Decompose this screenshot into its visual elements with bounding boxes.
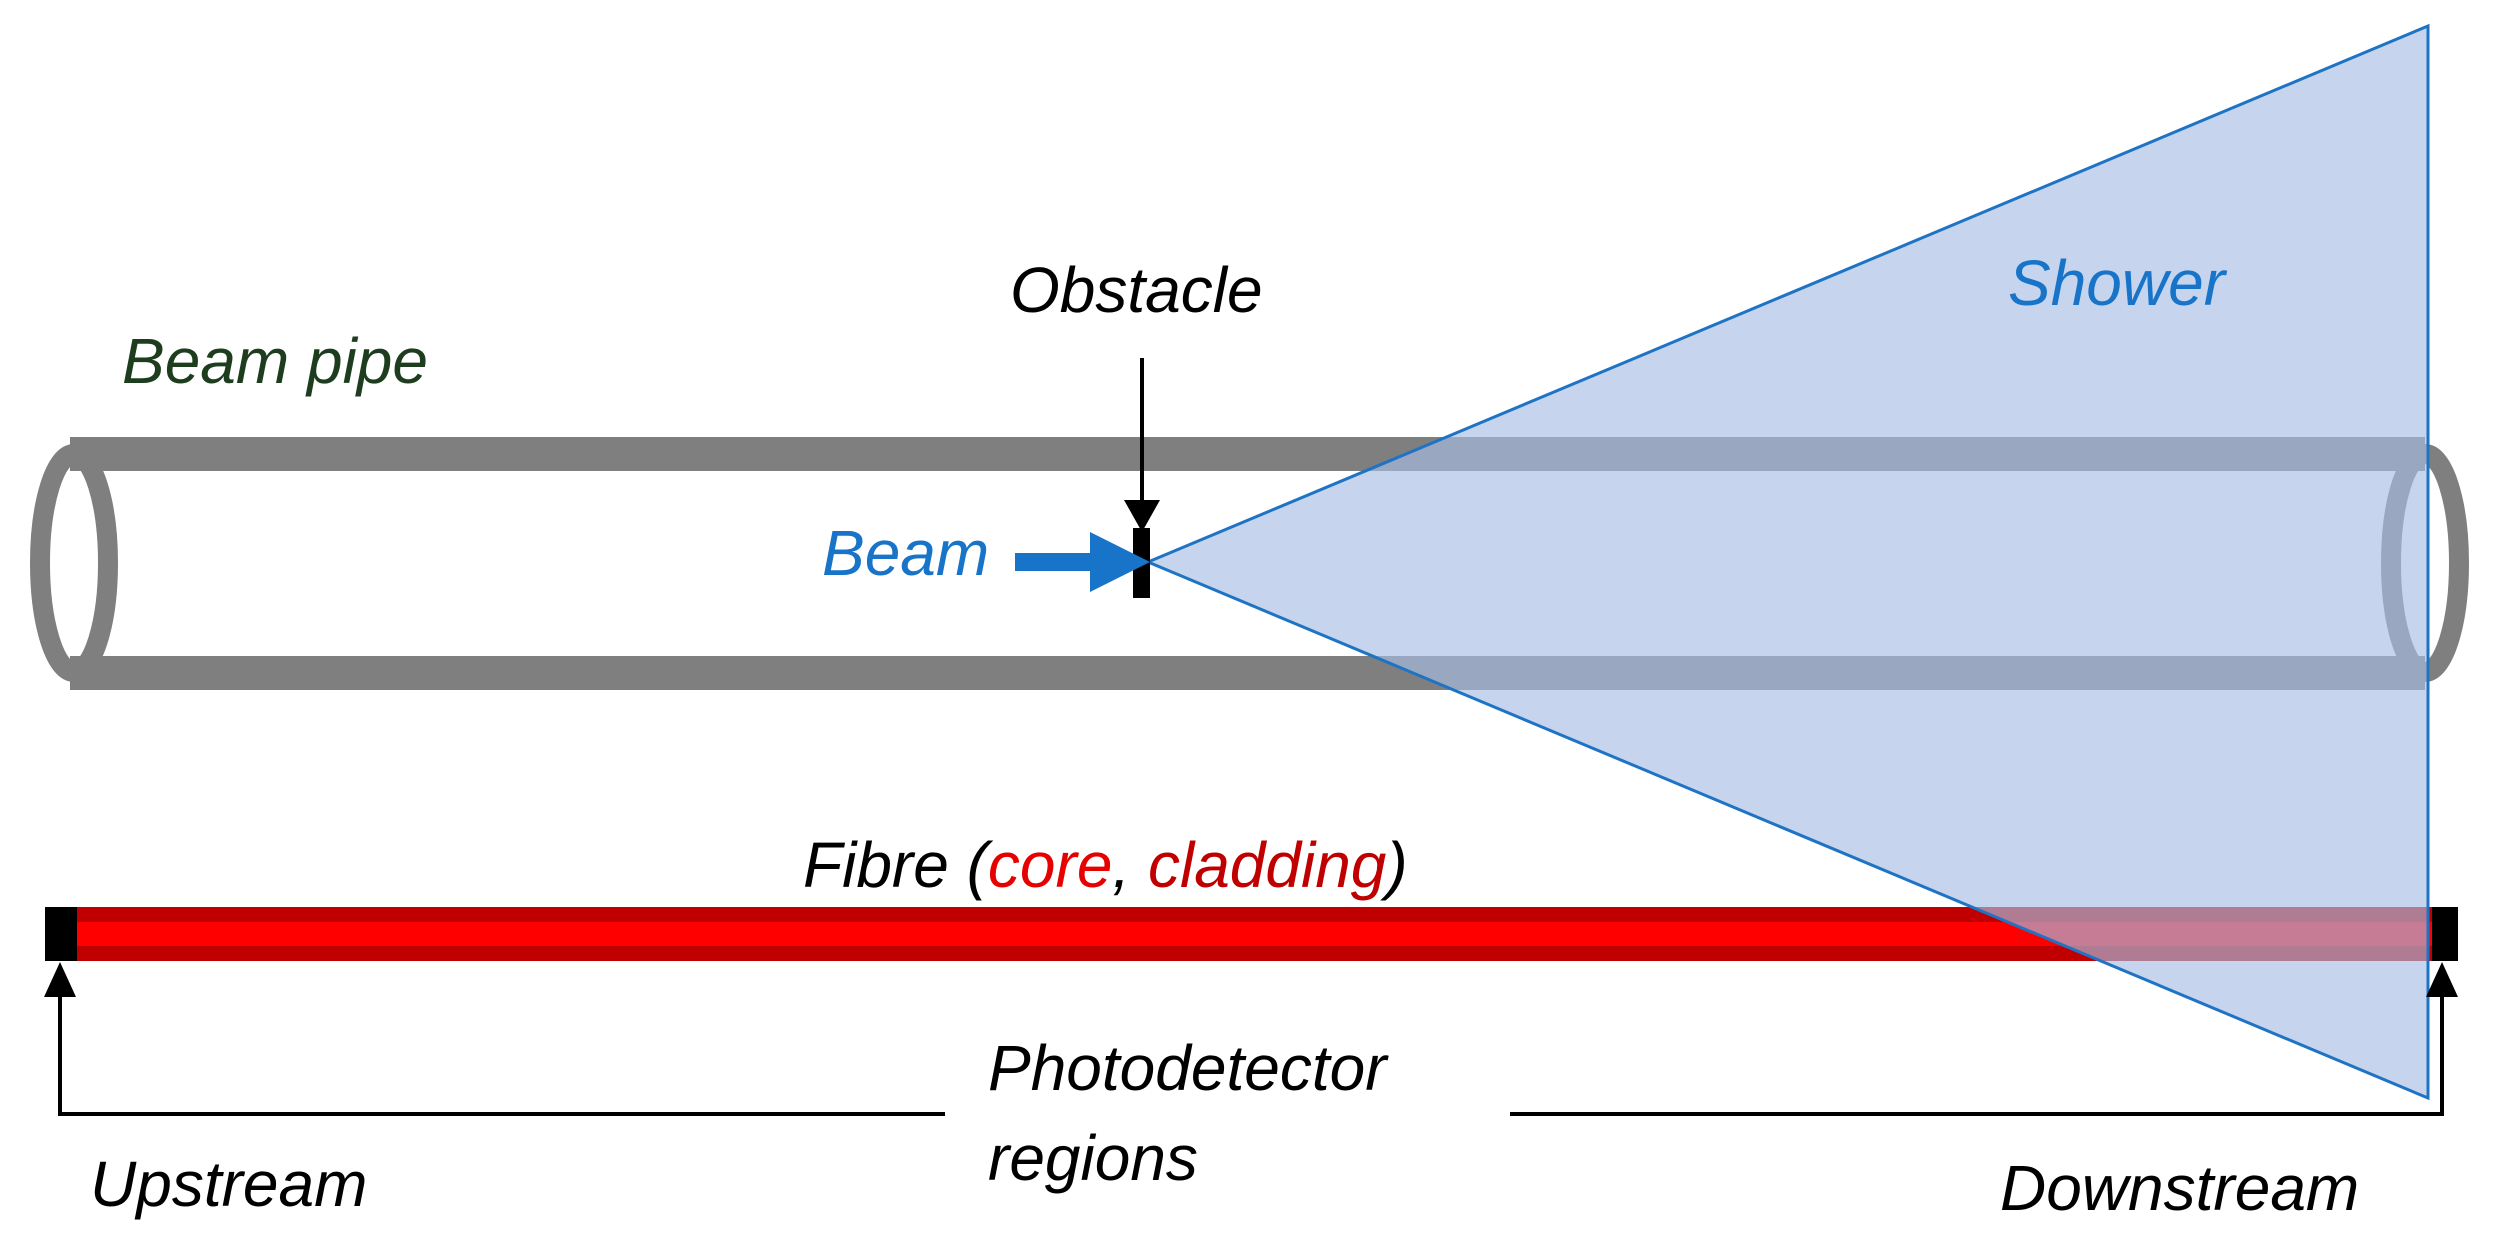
beam-arrowhead (1090, 532, 1150, 592)
shower-cone (1144, 23, 2430, 1101)
upstream-connector-arrowhead (44, 962, 76, 997)
fibre-cladding-label: cladding (1148, 829, 1387, 901)
beam-pipe-left-end (30, 444, 118, 682)
downstream-connector-arrowhead (2426, 962, 2458, 997)
upstream-label: Upstream (90, 1148, 367, 1220)
photodetector-label-line2: regions (988, 1122, 1198, 1194)
fibre-label-prefix: Fibre ( (803, 829, 994, 901)
obstacle-label: Obstacle (1010, 254, 1263, 326)
upstream-connector-line (58, 986, 945, 1116)
photodetector-label-line1: Photodetector (988, 1032, 1389, 1104)
shower-label: Shower (2008, 247, 2228, 319)
fibre-label-comma: , (1112, 829, 1148, 901)
fibre-label: Fibre (core, cladding) (803, 829, 1408, 901)
downstream-label: Downstream (2000, 1152, 2359, 1224)
beam-label: Beam (822, 517, 989, 589)
beam-pipe-label: Beam pipe (122, 325, 428, 397)
fibre-core-label: core (988, 829, 1113, 901)
downstream-photodetector (2432, 907, 2458, 961)
downstream-connector-line (1510, 986, 2444, 1116)
upstream-photodetector (45, 907, 77, 961)
obstacle-pointer-arrowhead (1124, 500, 1160, 532)
